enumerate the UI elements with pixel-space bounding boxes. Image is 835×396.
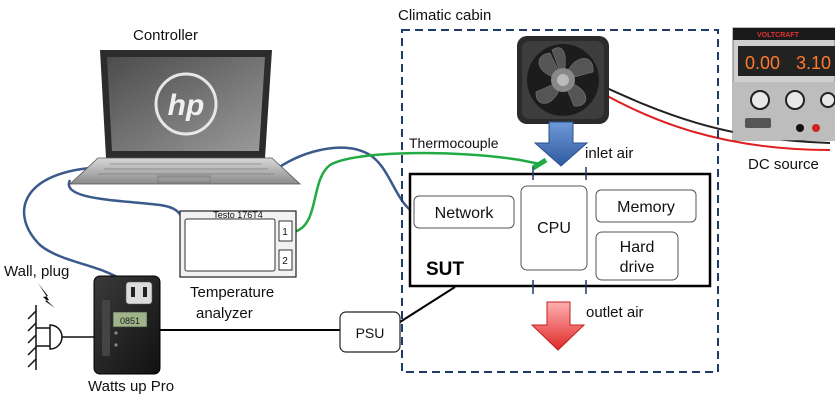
wall-plug-label: Wall, plug — [4, 263, 69, 280]
usb-cable-laptop-to-analyzer — [67, 179, 185, 221]
inlet-air-arrow — [533, 121, 589, 167]
vent-ticks — [532, 167, 587, 294]
controller-label: Controller — [133, 27, 198, 44]
dc-source-label: DC source — [748, 156, 819, 173]
dc-source-device — [732, 27, 835, 141]
power-cable-psu-to-sut — [399, 286, 456, 323]
cpu-label: CPU — [537, 220, 571, 237]
watts-meter-display: 0851 — [120, 316, 140, 326]
cpu-component — [520, 185, 588, 271]
analyzer-model-label: Testo 176T4 — [213, 210, 263, 220]
fan-wire-black — [599, 84, 831, 144]
usb-cable-laptop-to-meter — [23, 166, 123, 282]
dc-source-brand: VOLTCRAFT — [757, 32, 800, 39]
watts-up-pro-label: Watts up Pro — [88, 378, 174, 395]
memory-component — [595, 189, 697, 223]
psu-box — [339, 311, 401, 353]
network-label: Network — [435, 205, 495, 222]
cables — [23, 84, 831, 331]
sut-title: SUT — [426, 259, 464, 280]
watts-up-pro-device — [93, 275, 161, 375]
wall-socket-icon — [27, 305, 94, 370]
fan-wire-red — [599, 91, 831, 151]
fan-icon — [517, 36, 609, 124]
analyzer-port-2: 2 — [282, 256, 288, 267]
memory-label: Memory — [617, 199, 675, 216]
dc-source-voltage-display: 0.00 — [745, 53, 780, 73]
psu-label: PSU — [356, 325, 385, 341]
climatic-cabin-border — [401, 29, 719, 373]
thermocouple-label: Thermocouple — [409, 135, 499, 151]
outlet-air-arrow — [530, 301, 586, 351]
dc-source-current-display: 3.10 — [796, 53, 831, 73]
temperature-analyzer-device — [179, 210, 297, 278]
thermocouple-probe — [531, 157, 548, 171]
temperature-analyzer-label-line2: analyzer — [196, 305, 253, 322]
inlet-air-label: inlet air — [585, 145, 633, 162]
network-cable — [277, 146, 414, 214]
hard-drive-component — [595, 231, 679, 281]
analyzer-port-1: 1 — [282, 227, 288, 238]
hard-drive-label-line1: Hard — [620, 239, 655, 256]
lightning-icon — [38, 283, 55, 308]
laptop-logo: hp — [168, 89, 205, 122]
temperature-analyzer-label-line1: Temperature — [190, 284, 274, 301]
hard-drive-label-line2: drive — [620, 259, 655, 276]
network-component — [413, 195, 515, 229]
climatic-cabin-label: Climatic cabin — [398, 7, 491, 24]
outlet-air-label: outlet air — [586, 304, 644, 321]
thermocouple-wire — [293, 151, 541, 234]
laptop-icon — [68, 50, 302, 185]
